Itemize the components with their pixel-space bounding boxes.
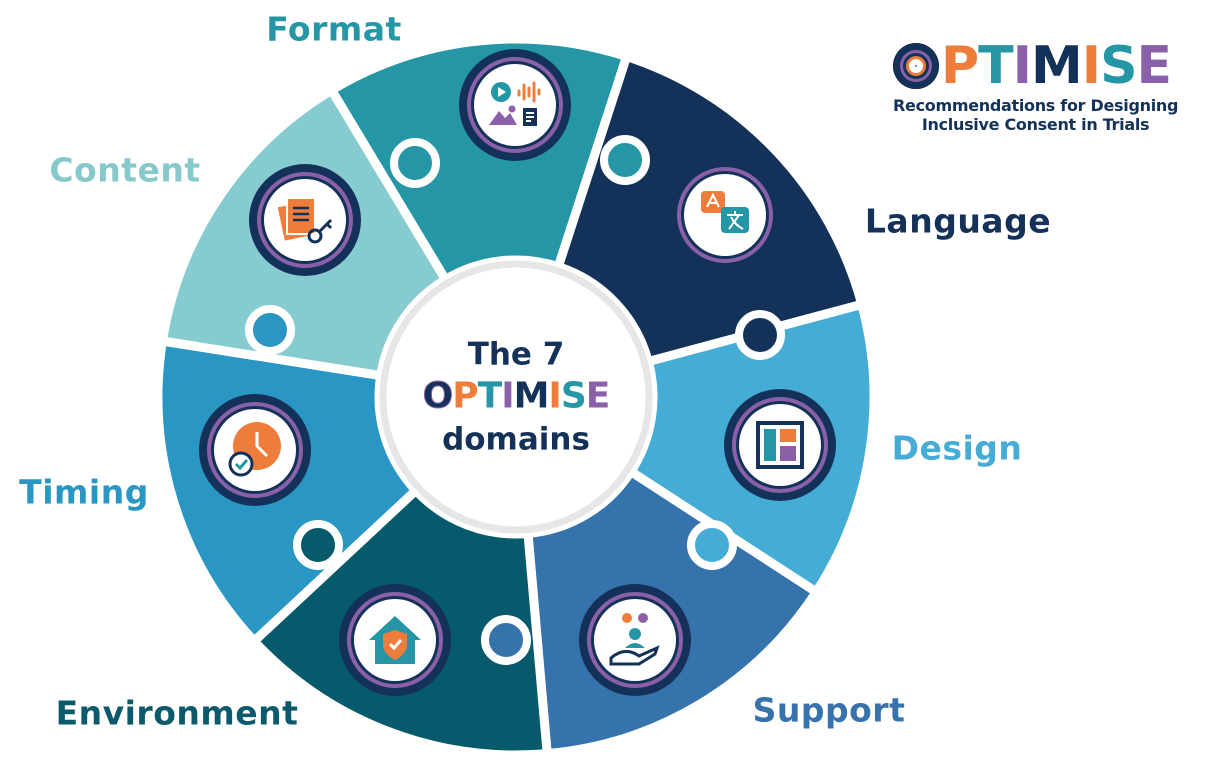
brand-letter: M (513, 375, 550, 417)
optimise-logo: PTIMISE Recommendations for Designing In… (893, 36, 1178, 134)
brand-letter: I (1012, 36, 1032, 96)
helping-hand-icon (609, 613, 660, 666)
translate-icon (701, 191, 749, 233)
brand-letter: O (422, 375, 454, 417)
brand-letter: E (585, 375, 611, 417)
label-format: Format (266, 9, 402, 49)
logo-brand: PTIMISE (893, 36, 1173, 96)
label-environment: Environment (55, 693, 299, 733)
puzzle-knob (293, 520, 343, 570)
brand-letter: T (477, 375, 503, 417)
icon-ring (257, 172, 353, 268)
icon-ring (587, 592, 683, 688)
brand-letter: S (1100, 36, 1137, 96)
icon-ring (677, 167, 773, 263)
brand-letter: I (548, 375, 561, 417)
media-formats-icon (489, 81, 541, 126)
brand-letters: PTIMISE (941, 36, 1173, 96)
icon-badge-center (739, 404, 821, 486)
brand-letter: P (941, 36, 979, 96)
speech-bubble-logo-icon (893, 43, 939, 89)
layout-icon (756, 421, 804, 469)
brand-letter: S (560, 375, 587, 417)
center-line-3: domains (442, 421, 590, 458)
brand-letter: T (978, 36, 1013, 96)
logo-tagline-1: Recommendations for Designing (893, 96, 1179, 115)
center-brand-text: OPTIMISE (422, 375, 611, 418)
icon-badge-center (474, 64, 556, 146)
brand-letter: E (1136, 36, 1173, 96)
clock-check-icon (228, 422, 281, 477)
brand-letter: I (1081, 36, 1101, 96)
logo-tagline-2: Inclusive Consent in Trials (921, 115, 1150, 134)
center-line-1: The 7 (467, 336, 565, 373)
brand-letter: I (501, 375, 514, 417)
puzzle-knob (390, 138, 440, 188)
brand-letter: P (452, 375, 478, 417)
center-title: The 7 OPTIMISE domains (422, 334, 611, 461)
label-design: Design (891, 428, 1023, 468)
label-language: Language (864, 201, 1052, 241)
center-brand: OPTIMISE (422, 375, 611, 418)
puzzle-knob (687, 520, 737, 570)
icon-ring (207, 402, 303, 498)
label-timing: Timing (19, 472, 149, 512)
safe-home-icon (369, 616, 421, 664)
puzzle-knob (481, 615, 531, 665)
label-support: Support (752, 690, 906, 730)
puzzle-knob (600, 135, 650, 185)
icon-ring (732, 397, 828, 493)
center-circle (379, 260, 653, 534)
icon-ring (467, 57, 563, 153)
puzzle-knob (735, 310, 785, 360)
label-content: Content (49, 150, 201, 190)
brand-letter: M (1030, 36, 1083, 96)
puzzle-knob (245, 305, 295, 355)
documents-key-icon (277, 197, 333, 244)
icon-ring (347, 592, 443, 688)
